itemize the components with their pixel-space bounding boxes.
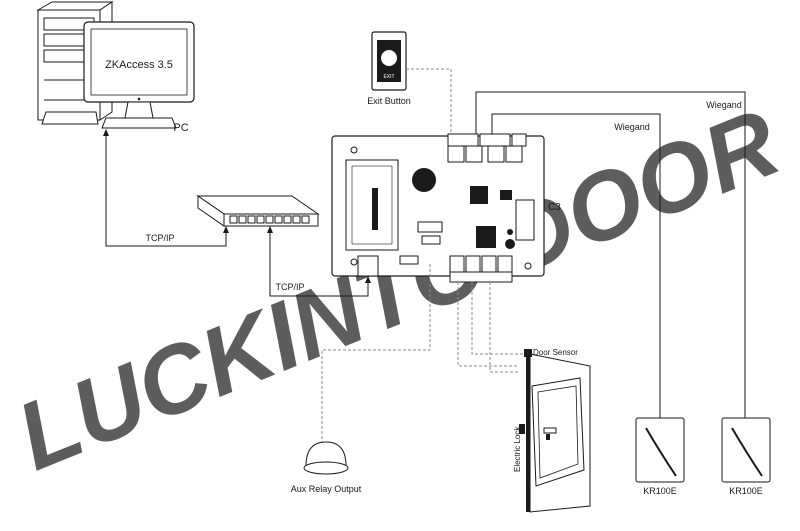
door-sensor-wire [471,282,524,355]
reader1-wiegand-label: Wiegand [614,122,650,132]
electric-lock-wire [457,282,518,367]
door-sensor-device [524,349,532,357]
network-switch [196,195,320,227]
pc-keyboard [41,111,99,125]
pc-screen-text: ZKAccess 3.5 [105,59,173,71]
exit-button-device: EXIT [371,31,407,91]
exit-button-face-text: EXIT [383,74,394,80]
switch-ports [229,215,310,224]
controller-label: C3 [548,202,561,213]
lock-wire-return [489,282,518,373]
reader2-wiegand-label: Wiegand [706,100,742,110]
exit-button-label: Exit Button [367,96,411,106]
electric-lock-label: Electric Lock [513,426,522,472]
pc-switch-link [103,129,229,247]
card-reader-1-label: KR100E [643,486,677,496]
card-reader-2 [721,417,771,483]
card-reader-1 [635,417,685,483]
exit-button-wire [406,68,452,136]
reader1-wiegand-cable [491,113,661,420]
switch-controller-link-label: TCP/IP [275,282,304,292]
switch-controller-link [267,226,371,297]
card-reader-2-label: KR100E [729,486,763,496]
controller-board [331,133,545,283]
pc-label: PC [173,122,188,134]
door-assembly [519,349,591,513]
aux-relay-lamp [303,441,349,475]
pc-switch-link-label: TCP/IP [145,233,174,243]
aux-relay-wire [321,264,431,444]
pc-monitor [83,21,195,129]
pc-illustration: ZKAccess 3.5 [36,1,195,129]
aux-relay-label: Aux Relay Output [291,484,362,494]
door-sensor-label: Door Sensor [533,348,578,357]
electric-lock-device [519,424,525,434]
reader2-wiegand-cable [475,91,746,420]
